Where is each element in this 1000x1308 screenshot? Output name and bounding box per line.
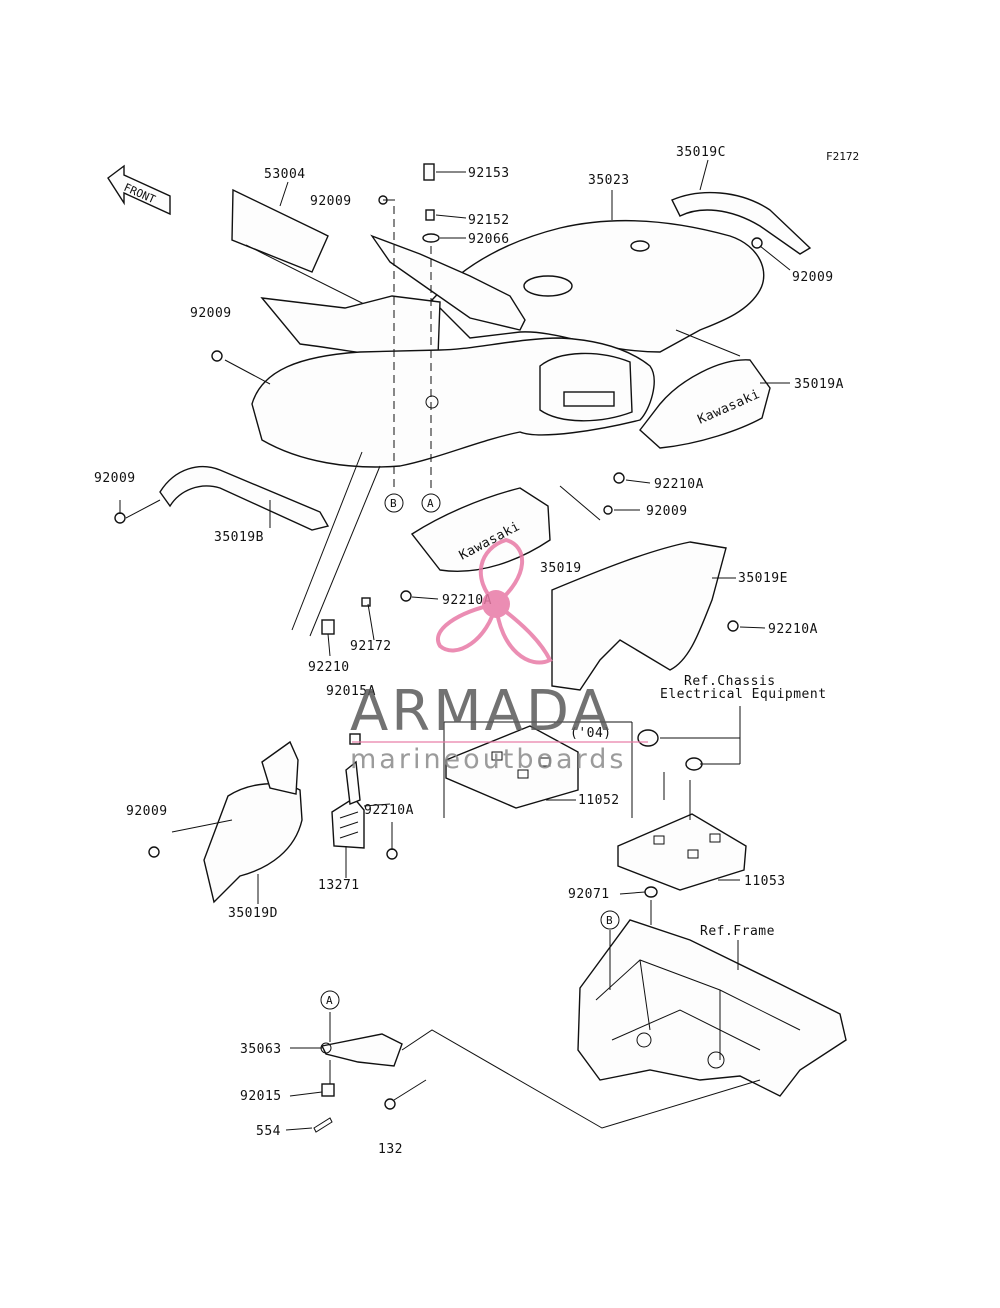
label-11053: 11053	[744, 874, 786, 889]
label-132: 132	[378, 1142, 403, 1157]
label-92015: 92015	[240, 1089, 282, 1104]
watermark: ARMADA marineoutboards	[350, 537, 648, 775]
watermark-propeller-logo	[436, 537, 553, 665]
label-92009-d: 92009	[126, 804, 168, 819]
label-53004: 53004	[264, 167, 306, 182]
callout-a-upper-label: A	[427, 497, 434, 510]
label-year-04: ('04)	[570, 726, 612, 741]
mud-guard-35019D	[203, 740, 303, 904]
label-92015A: 92015A	[326, 684, 376, 699]
label-92210A-1: 92210A	[654, 477, 704, 492]
label-ref-chassis-2: Electrical Equipment	[660, 687, 827, 702]
leader-lines	[119, 171, 791, 1131]
callout-a-lower: A	[320, 990, 340, 1010]
label-35063: 35063	[240, 1042, 282, 1057]
label-35019B: 35019B	[214, 530, 264, 545]
part-labels: 53004 92009 92153 92152 92066 35023 3501…	[94, 145, 844, 1157]
callout-b-upper: B	[384, 493, 404, 513]
label-11052: 11052	[578, 793, 620, 808]
label-92172: 92172	[350, 639, 392, 654]
side-cover-35019C	[671, 159, 812, 255]
callout-a-upper: A	[421, 493, 441, 513]
label-35019C: 35019C	[676, 145, 726, 160]
label-35019E: 35019E	[738, 571, 788, 586]
fasteners	[114, 163, 763, 1133]
label-92210A-3: 92210A	[768, 622, 818, 637]
label-92152: 92152	[468, 213, 510, 228]
callout-b-lower-label: B	[606, 914, 613, 927]
callout-b-lower: B	[600, 910, 620, 930]
watermark-subtitle: marineoutboards	[350, 744, 626, 775]
label-92009-b: 92009	[94, 471, 136, 486]
bracket-35063	[320, 1033, 403, 1067]
side-cover-35019A: Kawasaki	[639, 359, 771, 449]
label-92009-top: 92009	[310, 194, 352, 209]
label-35019: 35019	[540, 561, 582, 576]
label-35019D: 35019D	[228, 906, 278, 921]
label-35023: 35023	[588, 173, 630, 188]
label-92066: 92066	[468, 232, 510, 247]
label-ref-chassis-1: Ref.Chassis	[684, 674, 776, 689]
front-fender-assembly	[251, 234, 655, 468]
decal-53004	[231, 181, 369, 307]
battery-case-11053	[617, 813, 747, 891]
watermark-title: ARMADA	[350, 679, 612, 744]
chassis-frame	[577, 919, 847, 1097]
label-92009-right: 92009	[792, 270, 834, 285]
callout-b-upper-label: B	[390, 497, 397, 510]
label-92210A-4: 92210A	[364, 803, 414, 818]
front-direction-arrow: FRONT	[107, 164, 171, 216]
figure-code: F2172	[826, 150, 859, 163]
battery-case-11052	[445, 725, 579, 809]
side-cover-35019B	[159, 466, 330, 531]
label-92210: 92210	[308, 660, 350, 675]
label-92210A-2: 92210A	[442, 593, 492, 608]
label-92153: 92153	[468, 166, 510, 181]
label-92009-mid: 92009	[646, 504, 688, 519]
label-554: 554	[256, 1124, 281, 1139]
callout-a-lower-label: A	[326, 994, 333, 1007]
callout-dashed-lines	[393, 206, 432, 490]
label-92071: 92071	[568, 887, 610, 902]
side-cover-35019E	[551, 541, 727, 691]
bracket-13271	[331, 760, 365, 849]
label-ref-frame: Ref.Frame	[700, 924, 775, 939]
label-13271: 13271	[318, 878, 360, 893]
label-35019A: 35019A	[794, 377, 844, 392]
label-92009-left: 92009	[190, 306, 232, 321]
